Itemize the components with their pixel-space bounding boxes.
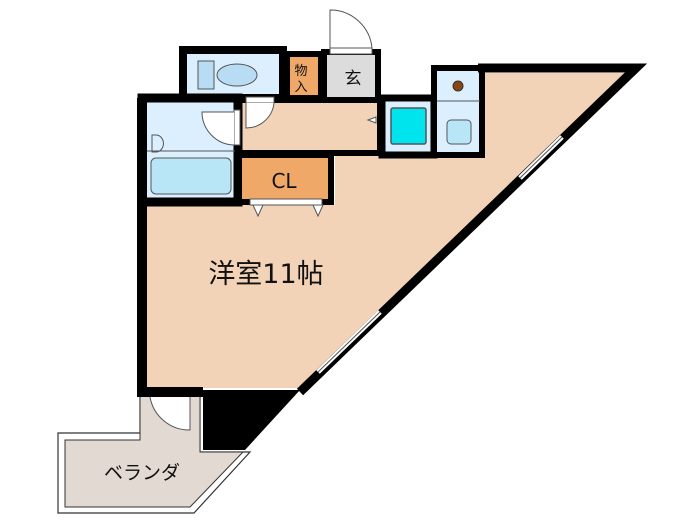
window-2-line [317, 311, 381, 373]
balcony-door-swing [149, 396, 191, 431]
western-room-floor [147, 73, 628, 388]
window-1-line [519, 136, 563, 179]
closet-door-markers [252, 204, 324, 218]
bathtub-icon [150, 157, 232, 195]
stove-icon [452, 80, 464, 92]
sink-icon [446, 119, 472, 145]
storage-label-2: 入 [294, 80, 307, 95]
washbasin-icon [151, 134, 164, 153]
western-room-label: 洋室11帖 [208, 259, 323, 290]
bathroom-door-swing [201, 111, 235, 146]
entrance-label: 玄 [345, 69, 362, 89]
storage-label-1: 物 [294, 64, 307, 79]
corridor-door-marker [366, 116, 377, 124]
washer-icon [390, 107, 427, 145]
toilet-tank-icon [197, 60, 215, 90]
closet-door[interactable] [249, 198, 323, 206]
closet-label: CL [271, 169, 297, 193]
balcony-floor [64, 391, 245, 508]
structural-column [203, 390, 300, 450]
entrance-door-swing [329, 9, 373, 49]
storage-room [284, 51, 324, 101]
toilet-door[interactable] [245, 96, 275, 104]
toilet-bowl-icon [216, 63, 258, 87]
balcony-label: ベランダ [104, 462, 180, 484]
entrance-door[interactable] [329, 47, 373, 55]
main-room-walls [137, 98, 203, 397]
bathroom-door[interactable] [233, 109, 241, 146]
main-room-top-wall [296, 63, 648, 396]
toilet-door-swing [245, 102, 275, 129]
